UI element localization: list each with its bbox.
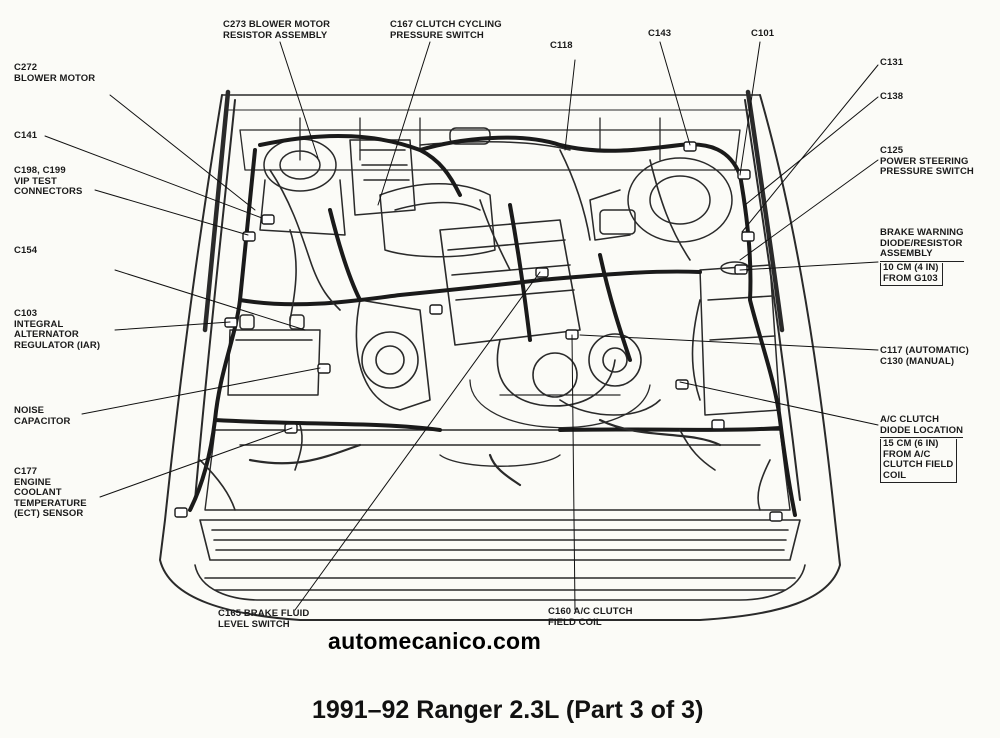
label-brake-warning-location: 10 CM (4 IN) FROM G103 (880, 262, 943, 286)
label-c117-c130: C117 (AUTOMATIC) C130 (MANUAL) (880, 345, 969, 367)
label-c138: C138 (880, 91, 904, 102)
leader-lines (44, 41, 879, 611)
label-c167-clutch-cycling-switch: C167 CLUTCH CYCLING PRESSURE SWITCH (390, 19, 502, 41)
label-c154: C154 (14, 245, 38, 256)
label-c118: C118 (550, 40, 573, 51)
wiring-harness-fine (199, 149, 771, 511)
radiator-support (204, 429, 791, 511)
fan-shroud (469, 379, 651, 429)
diagram-title: 1991–92 Ranger 2.3L (Part 3 of 3) (312, 696, 704, 724)
label-noise-capacitor: NOISE CAPACITOR (14, 405, 71, 427)
engine-block (355, 219, 661, 416)
label-brake-warning-diode: BRAKE WARNING DIODE/RESISTOR ASSEMBLY (880, 227, 964, 262)
blower-motor-housing (259, 138, 416, 236)
hoses (248, 418, 722, 487)
label-ac-clutch-diode: A/C CLUTCH DIODE LOCATION (880, 414, 964, 438)
reservoir (699, 261, 781, 416)
label-c198-c199-vip-connectors: C198, C199 VIP TEST CONNECTORS (14, 165, 83, 197)
connectors (174, 141, 783, 522)
watermark-text: automecanico.com (328, 628, 542, 654)
label-c131: C131 (880, 57, 904, 68)
label-c101: C101 (751, 28, 775, 39)
label-c160-ac-clutch-coil: C160 A/C CLUTCH FIELD COIL (548, 606, 633, 628)
label-c141: C141 (14, 130, 38, 141)
battery (227, 314, 321, 396)
label-c273-blower-motor-resistor: C273 BLOWER MOTOR RESISTOR ASSEMBLY (223, 19, 331, 41)
label-ac-clutch-diode-location: 15 CM (6 IN) FROM A/C CLUTCH FIELD COIL (880, 438, 958, 483)
hood-rods (202, 89, 785, 333)
label-c103-iar: C103 INTEGRAL ALTERNATOR REGULATOR (IAR) (14, 308, 101, 351)
label-c272-blower-motor: C272 BLOWER MOTOR (14, 62, 96, 84)
label-c143: C143 (648, 28, 672, 39)
wiring-harness (188, 133, 797, 517)
firewall-cowl (239, 117, 741, 171)
label-c165-brake-fluid-switch: C165 BRAKE FLUID LEVEL SWITCH (218, 608, 310, 630)
grille-and-bumper (194, 519, 806, 601)
label-c125-power-steering-switch: C125 POWER STEERING PRESSURE SWITCH (880, 145, 974, 177)
label-c177-ect-sensor: C177 ENGINE COOLANT TEMPERATURE (ECT) SE… (14, 466, 87, 519)
